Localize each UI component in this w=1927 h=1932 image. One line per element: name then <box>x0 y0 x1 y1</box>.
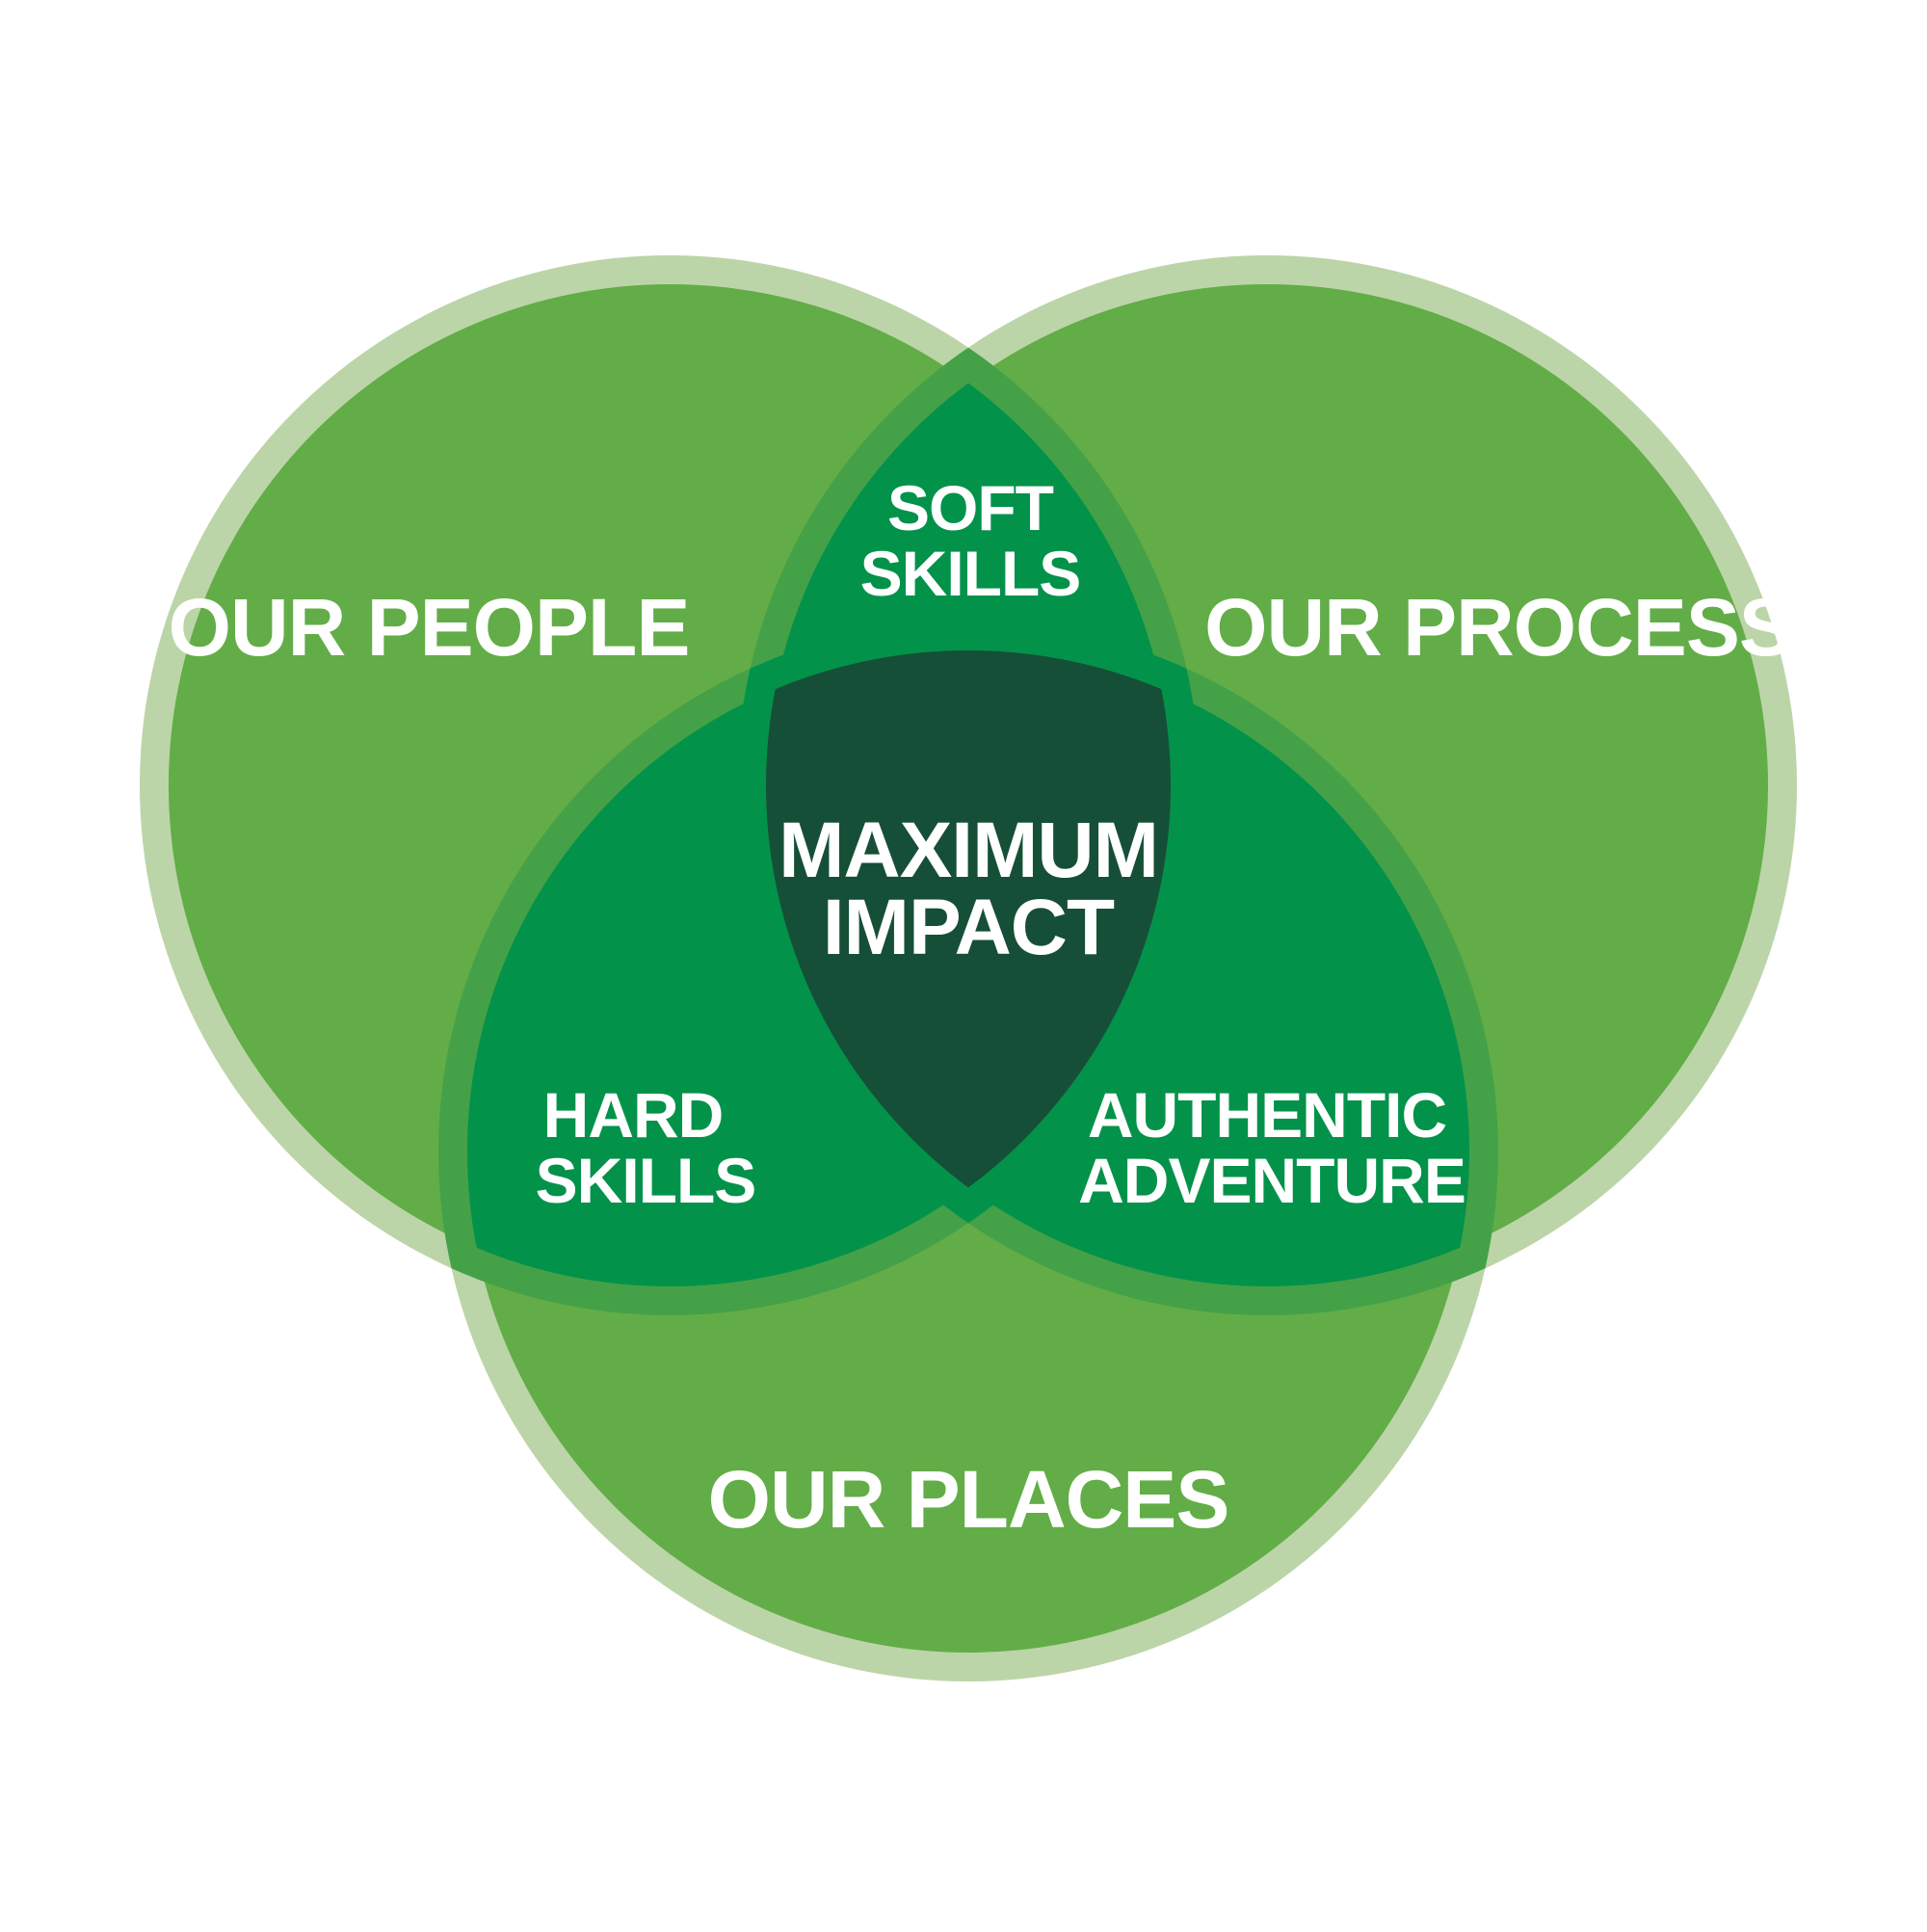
center-overlap <box>766 650 1171 1286</box>
label-authentic-adventure-line2: ADVENTURE <box>1078 1145 1465 1216</box>
label-maximum-impact: MAXIMUM IMPACT <box>779 807 1159 971</box>
label-soft-skills: SOFT SKILLS <box>860 472 1082 609</box>
center-overlap-group <box>737 622 1200 1315</box>
label-authentic-adventure: AUTHENTIC ADVENTURE <box>1078 1079 1466 1216</box>
label-authentic-adventure-line1: AUTHENTIC <box>1088 1079 1446 1151</box>
label-hard-skills: HARD SKILLS <box>536 1079 757 1216</box>
label-soft-skills-line2: SKILLS <box>860 538 1081 609</box>
label-maximum-impact-line2: IMPACT <box>823 884 1115 971</box>
label-our-process: OUR PROCESS <box>1204 582 1792 673</box>
label-hard-skills-line2: SKILLS <box>536 1145 756 1216</box>
label-our-places: OUR PLACES <box>708 1454 1229 1545</box>
label-soft-skills-line1: SOFT <box>887 472 1054 543</box>
label-our-people: OUR PEOPLE <box>169 582 690 673</box>
label-maximum-impact-line1: MAXIMUM <box>779 807 1158 894</box>
label-hard-skills-line1: HARD <box>543 1079 724 1151</box>
